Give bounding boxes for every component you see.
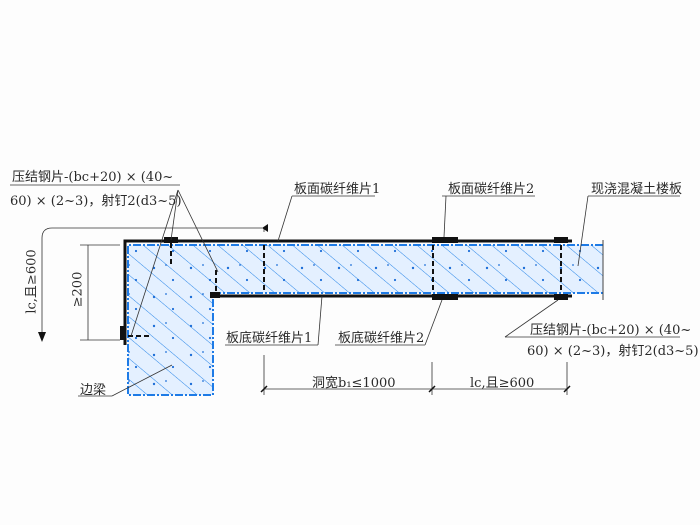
dim-anchor-length: lc,且≥600 — [470, 376, 535, 391]
dim-height: ≥200 — [70, 271, 86, 308]
dim-left-anchor: lc,且≥600 — [24, 249, 40, 314]
plate-note-left-line2: 60) × (2~3)，射钉2(d3~5) — [10, 194, 182, 209]
plate-note-left-line1: 压结钢片-(bc+20) × (40~ — [12, 170, 174, 185]
dim-opening-width: 洞宽b₁≤1000 — [312, 376, 396, 391]
label-top-cf-1: 板面碳纤维片1 — [294, 182, 381, 197]
top-cf-sheet — [123, 239, 572, 345]
plate-note-right-line2: 60) × (2~3)，射钉2(d3~5) — [527, 344, 699, 359]
label-bottom-cf-2: 板底碳纤维片2 — [338, 331, 425, 346]
label-cast-slab: 现浇混凝土楼板 — [591, 182, 683, 197]
label-edge-beam: 边梁 — [80, 383, 107, 398]
plate-note-right-line1: 压结钢片-(bc+20) × (40~ — [530, 323, 692, 338]
label-bottom-cf-1: 板底碳纤维片1 — [226, 331, 313, 346]
label-top-cf-2: 板面碳纤维片2 — [448, 182, 535, 197]
